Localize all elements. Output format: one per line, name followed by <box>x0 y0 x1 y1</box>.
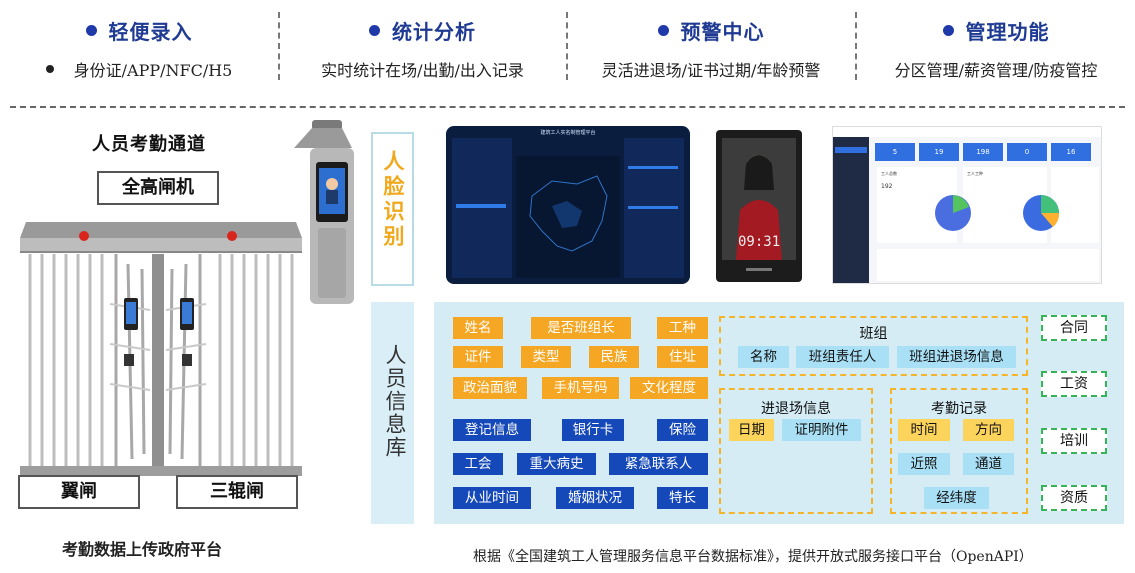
face-device-screenshot: 09:31 <box>716 130 802 282</box>
attendance-time: 时间 <box>898 419 950 441</box>
face-terminal-pole <box>294 120 354 304</box>
side-training: 培训 <box>1041 428 1107 454</box>
dashboard-screenshot: 建筑工人实名制管理平台 <box>446 126 690 284</box>
admin-stat-card: 19 <box>919 143 959 161</box>
field-emergency-contact: 紧急联系人 <box>609 453 708 475</box>
field-name: 姓名 <box>453 317 503 339</box>
person-icon <box>736 155 782 260</box>
bullet-icon <box>942 25 954 36</box>
side-qualification: 资质 <box>1041 485 1107 511</box>
field-marital-status: 婚姻状况 <box>556 487 634 509</box>
bullet-icon <box>45 65 54 73</box>
field-union: 工会 <box>453 453 503 475</box>
pie-chart-icon <box>935 195 971 231</box>
field-ethnicity: 民族 <box>589 346 639 368</box>
feature-alert-center: 预警中心 灵活进退场/证书过期/年龄预警 <box>568 0 854 100</box>
field-insurance: 保险 <box>657 419 708 441</box>
entry-exit-group <box>719 388 873 514</box>
feature-quick-entry: 轻便录入 身份证/APP/NFC/H5 <box>0 0 278 100</box>
tripod-gate-label: 三辊闸 <box>176 475 298 509</box>
attendance-photo: 近照 <box>898 453 950 475</box>
bullet-icon <box>369 25 380 36</box>
stop-signal-icon <box>227 231 237 241</box>
feature-management: 管理功能 分区管理/薪资管理/防疫管控 <box>857 0 1135 100</box>
entry-date: 日期 <box>729 419 774 441</box>
entry-exit-group-title: 进退场信息 <box>761 401 831 417</box>
admin-stat-card: 198 <box>963 143 1003 161</box>
attendance-channel: 通道 <box>963 453 1014 475</box>
admin-worker-count: 192 <box>881 183 893 190</box>
device-clock: 09:31 <box>738 234 781 250</box>
field-medical-history: 重大病史 <box>517 453 596 475</box>
stop-signal-icon <box>79 231 89 241</box>
dashboard-title: 建筑工人实名制管理平台 <box>540 130 596 136</box>
feature-title: 预警中心 <box>680 20 765 44</box>
team-entry-exit: 班组进退场信息 <box>897 346 1016 368</box>
side-contract: 合同 <box>1041 315 1107 341</box>
attendance-group <box>890 388 1028 514</box>
field-is-team-leader: 是否班组长 <box>531 317 631 339</box>
bullet-icon <box>657 25 669 36</box>
bullet-icon <box>85 25 97 36</box>
personnel-info-label-box <box>371 302 414 524</box>
field-certificate: 证件 <box>453 346 503 368</box>
feature-title: 管理功能 <box>965 20 1050 44</box>
side-salary: 工资 <box>1041 371 1107 397</box>
attendance-group-title: 考勤记录 <box>931 401 987 417</box>
gate-footer-text: 考勤数据上传政府平台 <box>62 540 223 559</box>
admin-trade-label: 工人工种 <box>967 171 983 176</box>
field-registration: 登记信息 <box>453 419 531 441</box>
team-name: 名称 <box>738 346 789 368</box>
feature-title: 统计分析 <box>392 20 476 44</box>
feature-subtitle: 身份证/APP/NFC/H5 <box>73 61 233 80</box>
admin-stat-card: 5 <box>875 143 915 161</box>
section-divider <box>10 106 1125 108</box>
field-work-years: 从业时间 <box>453 487 531 509</box>
field-political-status: 政治面貌 <box>453 377 527 399</box>
attendance-coordinates: 经纬度 <box>924 487 989 509</box>
field-phone: 手机号码 <box>542 377 619 399</box>
attendance-direction: 方向 <box>963 419 1014 441</box>
team-group-title: 班组 <box>859 326 888 342</box>
personnel-info-label: 人员信息库 <box>383 344 407 459</box>
field-type: 类型 <box>521 346 571 368</box>
personnel-info-panel <box>434 302 1124 524</box>
face-recognition-label-box <box>371 132 414 286</box>
feature-subtitle: 实时统计在场/出勤/出入记录 <box>321 61 524 80</box>
admin-stat-card: 0 <box>1007 143 1047 161</box>
field-trade: 工种 <box>657 317 708 339</box>
admin-stat-card: 16 <box>1051 143 1091 161</box>
gate-section-title: 人员考勤通道 <box>92 134 206 155</box>
column-divider <box>566 12 568 80</box>
field-education: 文化程度 <box>630 377 708 399</box>
team-leader: 班组责任人 <box>796 346 889 368</box>
turnstile-illustration <box>20 222 302 476</box>
full-height-gate-label: 全高闸机 <box>97 171 219 205</box>
feature-statistics: 统计分析 实时统计在场/出勤/出入记录 <box>280 0 565 100</box>
entry-proof-attachment: 证明附件 <box>782 419 861 441</box>
field-bank-card: 银行卡 <box>562 419 624 441</box>
feature-subtitle: 灵活进退场/证书过期/年龄预警 <box>601 61 821 80</box>
feature-title: 轻便录入 <box>108 20 193 44</box>
wing-gate-label: 翼闸 <box>18 475 140 509</box>
admin-worker-count-label: 工人总数 <box>881 171 897 176</box>
column-divider <box>278 12 280 80</box>
feature-subtitle: 分区管理/薪资管理/防疫管控 <box>894 61 1098 80</box>
footnote: 根据《全国建筑工人管理服务信息平台数据标准》，提供开放式服务接口平台（OpenA… <box>473 549 1033 565</box>
field-address: 住址 <box>657 346 708 368</box>
team-group <box>719 316 1028 376</box>
face-recognition-label: 人脸识别 <box>381 150 406 250</box>
pie-chart-icon <box>1023 195 1060 231</box>
field-speciality: 特长 <box>657 487 708 509</box>
column-divider <box>855 12 857 80</box>
